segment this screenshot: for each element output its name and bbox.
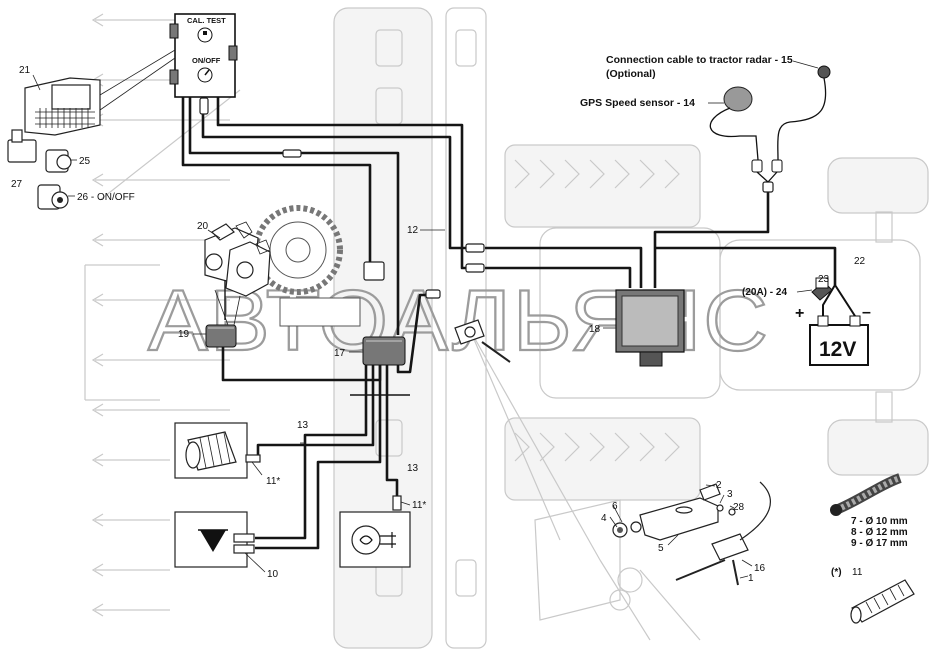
callout-6: 6 bbox=[612, 501, 618, 512]
callout-4: 4 bbox=[601, 513, 607, 524]
inline-connector bbox=[425, 289, 441, 299]
inline-connector bbox=[199, 97, 209, 115]
callout-10: 10 bbox=[267, 569, 279, 580]
callout-13-top: 13 bbox=[297, 420, 309, 431]
battery-plus: + bbox=[795, 305, 804, 322]
bracket-assembly bbox=[612, 481, 771, 586]
callout-21: 21 bbox=[19, 65, 31, 76]
callout-26: 26 - ON/OFF bbox=[77, 192, 135, 203]
inline-connector bbox=[282, 149, 302, 158]
callout-28: 28 bbox=[733, 502, 745, 513]
gear-wheel bbox=[253, 205, 361, 327]
callout-11-mid: 11* bbox=[412, 500, 426, 511]
cable-battery-power bbox=[655, 246, 837, 285]
hose-size-8: 8 - Ø 12 mm bbox=[851, 527, 908, 538]
sensor-note-part: 11 bbox=[852, 567, 863, 578]
callout-18: 18 bbox=[589, 324, 601, 335]
inline-connector bbox=[762, 181, 774, 193]
tractor-background-outline bbox=[84, 7, 929, 649]
sensor-plug bbox=[363, 261, 385, 281]
callout-22: 22 bbox=[854, 256, 866, 267]
flow-valve-20 bbox=[204, 221, 271, 326]
cable-control-to-junction bbox=[181, 96, 372, 268]
radar-cable-optional: (Optional) bbox=[606, 68, 656, 80]
on-off-switch-26 bbox=[37, 184, 69, 210]
pump-speed-panel bbox=[339, 495, 411, 568]
callout-2: 2 bbox=[716, 480, 722, 491]
cable-control-to-monitor bbox=[201, 112, 468, 250]
junction-box-19 bbox=[205, 324, 237, 348]
callout-20: 20 bbox=[197, 221, 209, 232]
monitor-18 bbox=[615, 289, 685, 367]
battery-12v bbox=[809, 277, 869, 366]
sensor-11 bbox=[850, 579, 915, 624]
cable-junction-17-down-3 bbox=[385, 365, 399, 500]
cable-control-to-monitor-2 bbox=[216, 96, 470, 270]
control-box[interactable]: CAL. TEST ON/OFF bbox=[169, 13, 238, 98]
gps-sensor-label: GPS Speed sensor - 14 bbox=[580, 97, 695, 109]
wheel-sensor-panel bbox=[174, 422, 261, 479]
cable-junction-17-down-2 bbox=[255, 365, 382, 550]
cable-to-monitor-18 bbox=[485, 246, 643, 288]
callout-19: 19 bbox=[178, 329, 190, 340]
callout-12: 12 bbox=[407, 225, 419, 236]
callout-13-mid: 13 bbox=[407, 463, 419, 474]
leader-control-box bbox=[99, 49, 176, 111]
battery-voltage: 12V bbox=[819, 338, 856, 361]
switch-25 bbox=[45, 149, 72, 173]
radar-cable-label: Connection cable to tractor radar - 15 bbox=[606, 54, 793, 66]
sensor-note-star: (*) bbox=[831, 567, 842, 578]
callout-17: 17 bbox=[334, 348, 346, 359]
relay-27 bbox=[7, 129, 37, 163]
callout-25: 25 bbox=[79, 156, 91, 167]
tank-level-panel bbox=[174, 511, 255, 568]
callout-3: 3 bbox=[727, 489, 733, 500]
callout-24: (20A) - 24 bbox=[742, 287, 787, 298]
cable-gps-to-battery bbox=[653, 190, 770, 288]
control-unit-21 bbox=[24, 77, 101, 136]
callout-27: 27 bbox=[11, 179, 23, 190]
cable-junction-17-down-1 bbox=[256, 365, 375, 457]
hose bbox=[830, 473, 902, 516]
hose-size-9: 9 - Ø 17 mm bbox=[851, 538, 908, 549]
pressure-sensor bbox=[454, 319, 511, 363]
gps-components bbox=[709, 65, 831, 183]
inline-connector bbox=[465, 263, 485, 273]
battery-minus: – bbox=[862, 304, 871, 321]
bracket-leaders bbox=[609, 484, 753, 579]
on-off-label: ON/OFF bbox=[192, 56, 221, 65]
hose-size-7: 7 - Ø 10 mm bbox=[851, 516, 908, 527]
cal-test-label: CAL. TEST bbox=[187, 16, 226, 25]
callout-16: 16 bbox=[754, 563, 766, 574]
callout-5: 5 bbox=[658, 543, 664, 554]
inline-connector bbox=[465, 243, 485, 253]
callout-11-top: 11* bbox=[266, 476, 280, 487]
signal-lines bbox=[224, 229, 445, 444]
cable-junction-17-down-4 bbox=[255, 365, 368, 540]
cable-connectors bbox=[199, 97, 774, 299]
callout-23: 23 bbox=[818, 274, 830, 285]
cable-to-monitor-18b bbox=[485, 266, 632, 288]
callout-labels: 21 25 27 26 - ON/OFF 20 19 17 12 13 13 1… bbox=[11, 65, 866, 584]
junction-box-17 bbox=[362, 336, 406, 366]
callout-1: 1 bbox=[748, 573, 754, 584]
